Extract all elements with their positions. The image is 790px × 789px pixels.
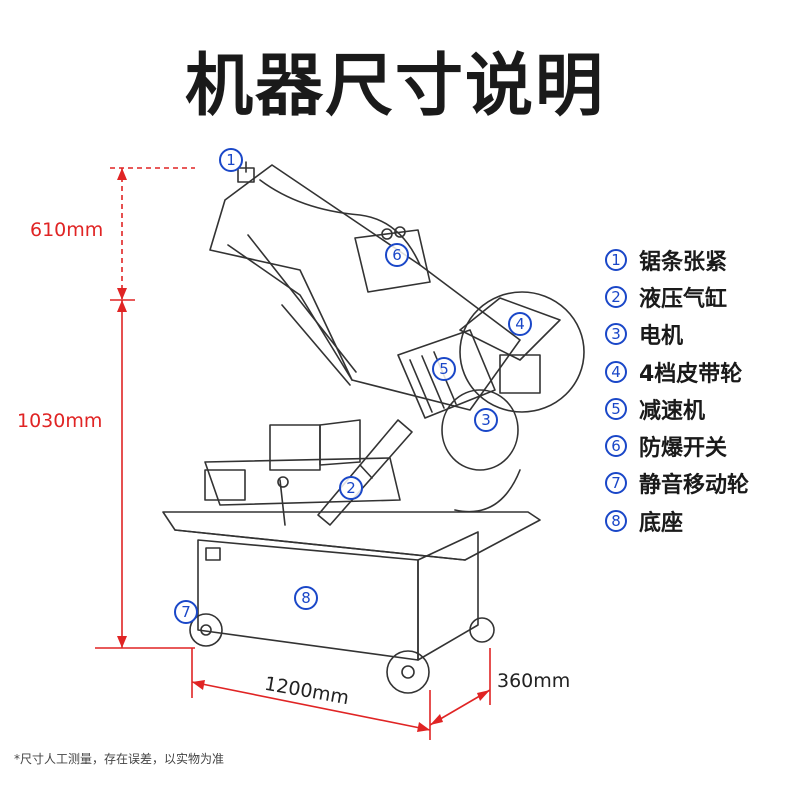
pulley-housing <box>459 291 585 413</box>
dim-label-width: 360mm <box>497 670 571 692</box>
parts-legend: 1 锯条张紧 2 液压气缸 3 电机 4 4档皮带轮 5 减速机 6 防爆开关 7 静音移动轮… <box>605 241 749 539</box>
footnote: *尺寸人工测量，存在误差，以实物为准 <box>14 752 225 766</box>
legend-label: 静音移动轮 <box>639 473 750 499</box>
legend-item: 8 底座 <box>605 502 749 539</box>
callout-1: 1 <box>219 148 243 172</box>
callout-7: 7 <box>174 600 198 624</box>
legend-label: 锯条张紧 <box>639 249 728 275</box>
legend-number: 7 <box>605 472 627 495</box>
callout-5: 5 <box>432 357 456 381</box>
legend-item: 2 液压气缸 <box>605 278 749 315</box>
legend-number: 6 <box>605 435 627 458</box>
legend-item: 6 防爆开关 <box>605 427 749 464</box>
legend-item: 7 静音移动轮 <box>605 465 749 502</box>
legend-item: 5 减速机 <box>605 390 749 427</box>
wheel-front-left <box>189 613 223 647</box>
wheel-front-right <box>386 650 430 694</box>
legend-number: 1 <box>605 248 627 271</box>
hydraulic-cylinder-outline <box>317 419 413 526</box>
callout-8: 8 <box>294 586 318 610</box>
legend-item: 3 电机 <box>605 316 749 353</box>
legend-label: 防爆开关 <box>639 436 728 462</box>
callout-4: 4 <box>508 312 532 336</box>
legend-number: 2 <box>605 285 627 308</box>
gear-reducer <box>397 329 496 419</box>
legend-number: 8 <box>605 509 627 532</box>
legend-number: 3 <box>605 323 627 346</box>
callout-2: 2 <box>339 476 363 500</box>
legend-label: 电机 <box>639 324 684 350</box>
motor <box>441 389 519 471</box>
callout-3: 3 <box>474 408 498 432</box>
dim-label-upper-height: 610mm <box>30 219 104 241</box>
legend-label: 减速机 <box>639 398 706 424</box>
dim-line-length <box>191 681 431 731</box>
legend-label: 液压气缸 <box>639 286 728 312</box>
legend-number: 5 <box>605 397 627 420</box>
legend-label: 4档皮带轮 <box>639 361 743 387</box>
explosion-proof-switch-box <box>354 229 431 293</box>
legend-label: 底座 <box>639 510 684 536</box>
wheel-rear <box>469 617 495 643</box>
legend-item: 1 锯条张紧 <box>605 241 749 278</box>
page-title: 机器尺寸说明 <box>184 47 605 126</box>
callout-6: 6 <box>385 243 409 267</box>
dim-label-body-height: 1030mm <box>17 410 103 432</box>
saw-bow-frame <box>209 164 521 411</box>
legend-item: 4 4档皮带轮 <box>605 353 749 390</box>
legend-number: 4 <box>605 360 627 383</box>
